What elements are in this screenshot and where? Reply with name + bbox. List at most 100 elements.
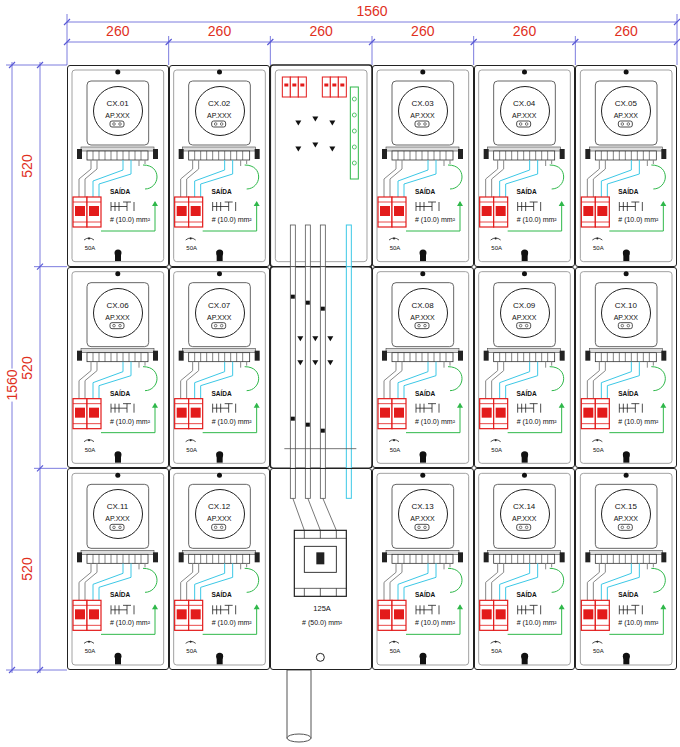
cable-gland [316,653,324,661]
meter-box: SAÍDA# (10.0) mm²50ACX.02AP.XXX [169,65,271,267]
meter-box: SAÍDA# (10.0) mm²50ACX.15AP.XXX [575,468,677,670]
ground-terminal [352,113,356,117]
output-label: SAÍDA [109,592,131,599]
cable-size: # (50.0) mm² [301,619,343,626]
breaker-rating: 50A [389,447,402,453]
column-width: 260 [309,24,334,38]
meter-id: CX.14 [512,503,536,511]
dimension-line [67,14,677,65]
cable-size: # (10.0) mm² [414,417,456,424]
breaker-rating: 50A [389,648,402,654]
meter-box-art [474,267,576,469]
breaker-rating: 125A [312,606,332,614]
meter-dial: CX.08AP.XXX [398,288,448,338]
breaker-rating: 50A [84,245,97,251]
meter-box-art [372,468,474,670]
meter-id: CX.10 [614,302,638,310]
busbar [290,267,295,469]
meter-box: SAÍDA# (10.0) mm²50ACX.09AP.XXX [474,267,576,469]
breaker-face [304,546,336,572]
busbar [305,267,310,469]
terminal-symbol [329,147,335,152]
meter-id: CX.05 [614,100,638,108]
apartment-id: AP.XXX [511,313,537,320]
meter-box-art [169,267,271,469]
meter-box-art [474,468,576,670]
surge-indicator [284,84,344,87]
bar-bolt [306,301,310,305]
bar-bolt [321,429,325,433]
ground-terminal [352,129,356,133]
terminal-symbol [312,117,318,122]
terminal-symbol [312,143,318,148]
bar-support [284,448,356,449]
apartment-id: AP.XXX [104,515,130,522]
meter-id: CX.02 [207,100,231,108]
output-label: SAÍDA [516,390,538,397]
neutral-bar [346,225,351,267]
meter-box-art [169,468,271,670]
output-label: SAÍDA [414,592,436,599]
ground-terminal [352,145,356,149]
meter-id: CX.15 [614,503,638,511]
cable-size: # (10.0) mm² [211,619,253,626]
meter-id: CX.03 [410,100,434,108]
breaker-rating: 50A [84,447,97,453]
breaker-rating: 50A [490,648,503,654]
meter-box: SAÍDA# (10.0) mm²50ACX.10AP.XXX [575,267,677,469]
output-label: SAÍDA [414,189,436,196]
row-height: 520 [20,557,34,582]
meter-id: CX.06 [105,302,129,310]
apartment-id: AP.XXX [104,313,130,320]
apartment-id: AP.XXX [511,112,537,119]
bar-bolt [306,423,310,427]
cable-size: # (10.0) mm² [617,417,659,424]
meter-dial: CX.05AP.XXX [601,86,651,136]
apartment-id: AP.XXX [104,112,130,119]
meter-box: SAÍDA# (10.0) mm²50ACX.05AP.XXX [575,65,677,267]
cable-size: # (10.0) mm² [516,417,558,424]
breaker-rating: 50A [490,245,503,251]
overall-height: 1560 [5,368,19,401]
terminal-symbol [295,121,301,126]
column-width: 260 [512,24,537,38]
busbar [305,225,310,267]
row-height: 520 [20,153,34,178]
apartment-id: AP.XXX [409,515,435,522]
overall-width: 1560 [355,4,388,18]
output-label: SAÍDA [617,390,639,397]
dimension-line [6,62,67,673]
meter-dial: CX.12AP.XXX [195,489,245,539]
terminal-symbol [297,360,303,365]
busbar [290,468,295,498]
output-label: SAÍDA [414,390,436,397]
neutral-bar [346,468,351,498]
meter-dial: CX.09AP.XXX [500,288,550,338]
output-label: SAÍDA [617,189,639,196]
conduit [287,670,311,738]
breaker-rating: 50A [84,648,97,654]
terminal-symbol [312,336,318,341]
cable-size: # (10.0) mm² [414,216,456,223]
meter-box-art [67,267,169,469]
meter-id: CX.12 [207,503,231,511]
apartment-id: AP.XXX [511,515,537,522]
breaker-handle [316,552,324,564]
meter-box-art [575,65,677,267]
distribution-box [270,65,372,267]
bar-bolt [321,307,325,311]
cable-size: # (10.0) mm² [109,216,151,223]
dimension-tick [9,19,680,673]
output-label: SAÍDA [617,592,639,599]
breaker-rating: 50A [185,648,198,654]
cable-size: # (10.0) mm² [109,619,151,626]
meter-dial: CX.13AP.XXX [398,489,448,539]
breaker-terminals [294,530,346,596]
meter-dial: CX.06AP.XXX [93,288,143,338]
meter-box-art [474,65,576,267]
output-label: SAÍDA [516,592,538,599]
terminal-symbol [297,336,303,341]
breaker-rating: 50A [389,245,402,251]
cable-size: # (10.0) mm² [617,619,659,626]
meter-dial: CX.02AP.XXX [195,86,245,136]
